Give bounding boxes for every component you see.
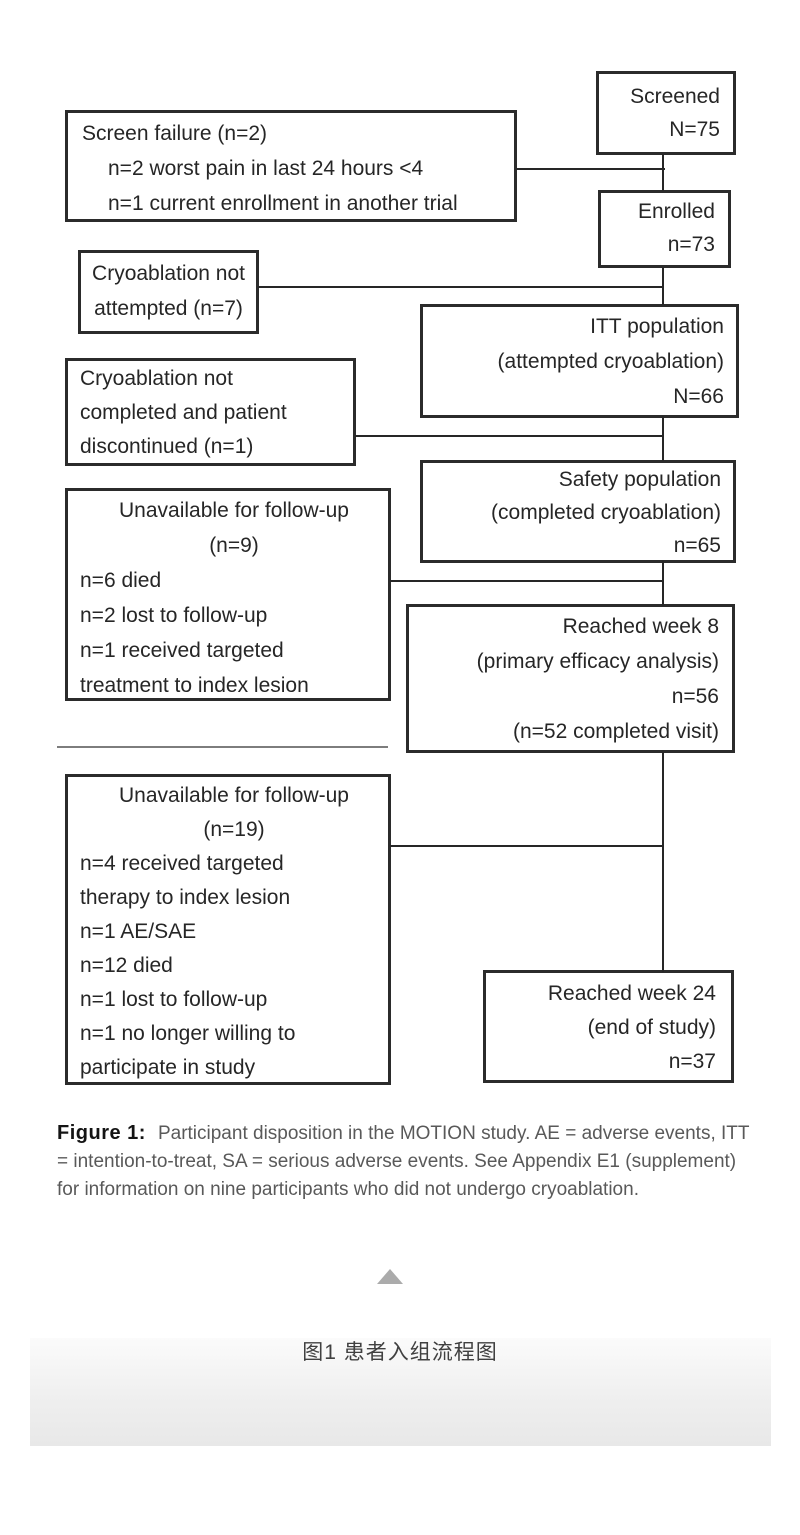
flow-box-line: Unavailable for follow-up: [119, 784, 349, 807]
flow-box-line: (attempted cryoablation): [497, 350, 724, 373]
flow-box-unavailable-followup-week8: Unavailable for follow-up (n=9) n=6 died…: [65, 488, 391, 701]
flow-box-line: treatment to index lesion: [80, 674, 309, 697]
connector-line: [662, 561, 664, 606]
flow-box-line: ITT population: [590, 315, 724, 338]
connector-line: [662, 154, 664, 191]
flow-box-line: participate in study: [80, 1056, 256, 1079]
flow-box-line: n=1 received targeted: [80, 639, 284, 662]
flow-box-line: attempted (n=7): [94, 297, 243, 320]
flow-box-enrolled: Enrolled n=73: [598, 190, 731, 268]
flow-box-line: (n=19): [203, 818, 265, 841]
footer-band: [30, 1338, 771, 1446]
flow-box-line: n=1 lost to follow-up: [80, 988, 268, 1011]
flow-box-line: n=2 lost to follow-up: [80, 604, 268, 627]
connector-line: [355, 435, 664, 437]
flow-box-line: n=56: [671, 685, 719, 708]
flow-box-line: N=66: [673, 385, 724, 408]
figure-caption: Figure 1:Participant disposition in the …: [57, 1119, 751, 1204]
figure-title-zh: 图1 患者入组流程图: [302, 1341, 498, 1364]
connector-line: [258, 286, 664, 288]
flow-box-unavailable-followup-week24: Unavailable for follow-up (n=19) n=4 rec…: [65, 774, 391, 1085]
flow-box-reached-week8: Reached week 8 (primary efficacy analysi…: [406, 604, 735, 753]
connector-line: [390, 845, 664, 847]
flow-box-line: Reached week 8: [562, 615, 719, 638]
flow-box-line: n=12 died: [80, 954, 173, 977]
connector-line: [662, 416, 664, 461]
flow-box-line: discontinued (n=1): [80, 435, 254, 458]
flow-box-line: (completed cryoablation): [491, 501, 721, 524]
flow-box-line: n=4 received targeted: [80, 852, 284, 875]
flow-box-line: Cryoablation not: [80, 367, 233, 390]
flow-box-safety-population: Safety population (completed cryoablatio…: [420, 460, 736, 563]
flow-box-cryoablation-not-attempted: Cryoablation not attempted (n=7): [78, 250, 259, 334]
divider-line: [57, 746, 388, 748]
flow-box-line: N=75: [669, 118, 720, 141]
flow-box-screened: Screened N=75: [596, 71, 736, 155]
figure-caption-text: Participant disposition in the MOTION st…: [57, 1123, 750, 1200]
flow-box-line: (n=9): [209, 534, 259, 557]
flow-box-line: Screen failure (n=2): [82, 122, 268, 145]
connector-line: [662, 267, 664, 305]
flow-box-line: Cryoablation not: [92, 262, 245, 285]
flow-box-reached-week24: Reached week 24 (end of study) n=37: [483, 970, 734, 1083]
connector-line: [516, 168, 665, 170]
connector-line: [390, 580, 664, 582]
figure-caption-label: Figure 1:: [57, 1122, 146, 1144]
flow-box-line: Enrolled: [637, 200, 715, 223]
flow-box-line: (n=52 completed visit): [512, 720, 719, 743]
flow-box-line: Unavailable for follow-up: [119, 499, 349, 522]
collapse-triangle-icon[interactable]: [377, 1269, 403, 1284]
flow-box-line: completed and patient: [80, 401, 287, 424]
flow-box-line: n=6 died: [80, 569, 162, 592]
flow-box-line: Safety population: [558, 468, 721, 491]
flow-box-line: Screened: [630, 85, 720, 108]
flow-box-line: n=2 worst pain in last 24 hours <4: [108, 157, 424, 180]
flow-box-screen-failure: Screen failure (n=2) n=2 worst pain in l…: [65, 110, 517, 222]
flow-box-line: n=1 current enrollment in another trial: [108, 192, 458, 215]
flow-box-cryoablation-not-completed: Cryoablation not completed and patient d…: [65, 358, 356, 466]
flow-box-line: n=73: [667, 233, 715, 256]
connector-line: [662, 752, 664, 972]
flow-box-line: Reached week 24: [547, 982, 716, 1005]
flow-box-line: n=1 no longer willing to: [80, 1022, 296, 1045]
flow-box-line: (end of study): [587, 1016, 716, 1039]
flow-box-line: n=1 AE/SAE: [80, 920, 197, 943]
flow-box-line: therapy to index lesion: [80, 886, 291, 909]
flow-box-line: n=37: [668, 1050, 716, 1073]
flow-box-itt-population: ITT population (attempted cryoablation) …: [420, 304, 739, 418]
flow-box-line: n=65: [673, 534, 721, 557]
flow-box-line: (primary efficacy analysis): [476, 650, 719, 673]
